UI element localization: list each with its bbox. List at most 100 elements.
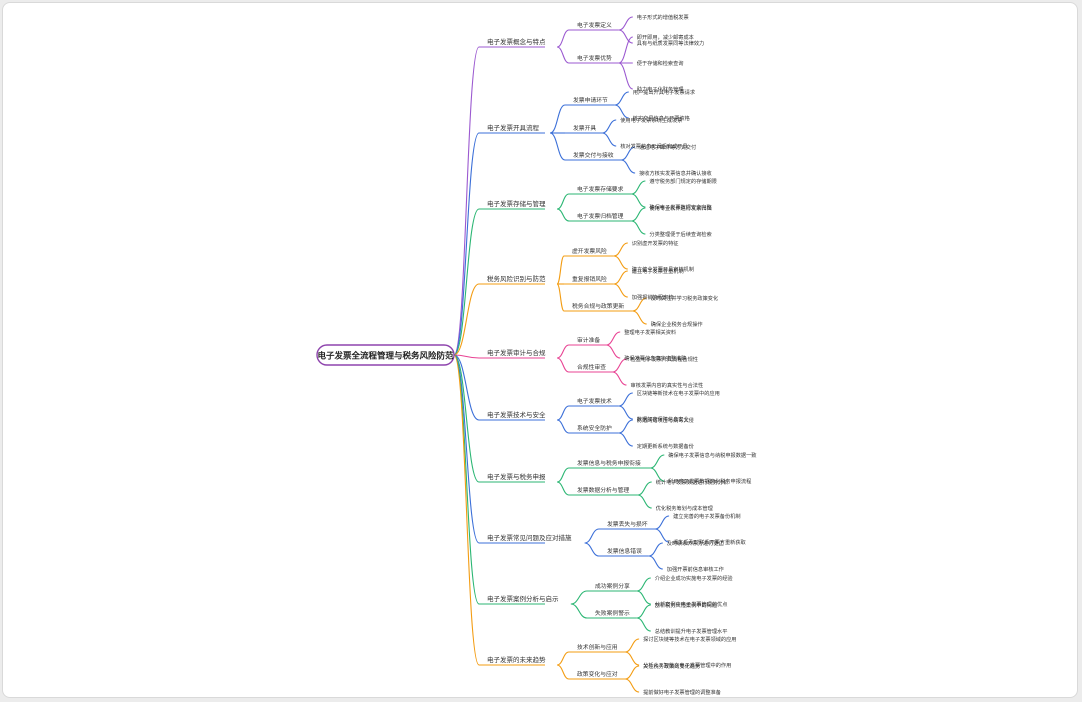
leaf-node-label: 具有与纸质发票同等法律效力 (637, 39, 704, 47)
root-node-box[interactable] (316, 344, 455, 366)
topic-node-label: 审计准备 (577, 336, 600, 344)
connector-topic-leaf (613, 255, 628, 270)
connector-branch-topic (556, 481, 570, 496)
leaf-node-label: 丢失后及时联系开票方重新获取 (673, 538, 746, 546)
connector-topic-leaf (636, 590, 651, 605)
connector-topic-leaf (624, 638, 640, 653)
topic-node-label: 电子发票归档管理 (577, 212, 624, 220)
topic-node-label: 发票信息错误 (607, 547, 642, 555)
connector-topic-leaf (613, 283, 628, 298)
leaf-node-label: 建立完善的电子发票备份机制 (673, 512, 740, 520)
connector-root-branch (453, 354, 480, 483)
topic-node-label: 虚开发票风险 (572, 247, 607, 255)
topic-node-label: 发票数据分析与管理 (577, 486, 629, 494)
connector-topic-leaf (614, 104, 629, 119)
leaf-node-label: 分析案例中电子发票管理的优点 (655, 600, 728, 608)
connector-topic-leaf (602, 119, 617, 134)
topic-node-label: 发票丢失与损坏 (607, 520, 648, 528)
connector-topic-leaf (602, 132, 617, 147)
connector-topic-leaf (654, 528, 670, 543)
connector-topic-leaf (648, 542, 663, 557)
connector-branch-topic (556, 357, 570, 373)
leaf-node-label: 确保电子发票数据安全完整 (649, 203, 711, 211)
topic-node-label: 政策变化与应对 (577, 670, 618, 678)
connector-topic-leaf (618, 29, 633, 44)
branch-node-label: 电子发票案例分析与启示 (487, 594, 559, 603)
connector-topic-leaf (618, 36, 634, 64)
connector-branch-topic (556, 344, 570, 359)
topic-node-label: 发票开具 (573, 124, 596, 132)
branch-node-label: 电子发票的未来趋势 (487, 655, 546, 664)
connector-topic-leaf (636, 577, 651, 592)
leaf-node-label: 提前做好电子发票管理的调整准备 (643, 688, 722, 696)
topic-node-label: 电子发票存储要求 (577, 185, 624, 193)
connector-root-branch (453, 354, 480, 421)
leaf-node-label: 总结教训提升电子发票管理水平 (655, 627, 728, 635)
connector-topic-leaf (606, 344, 621, 359)
connector-topic-leaf (631, 193, 646, 208)
connector-root-branch (453, 208, 480, 356)
connector-topic-leaf (636, 617, 651, 632)
connector-topic-leaf (648, 555, 663, 570)
mindmap[interactable]: 电子发票全流程管理与税务风险防范 电子发票概念与特点电子发票定义电子形式的增值税… (3, 3, 1078, 698)
branch-node-label: 电子发票存储与管理 (487, 199, 546, 208)
leaf-node-label: 优化税务筹划与成本管理 (656, 504, 714, 512)
leaf-node-label: 确保发票信息真实完整准确 (624, 354, 686, 362)
connector-topic-leaf (650, 454, 665, 469)
topic-node-label: 电子发票优势 (577, 54, 612, 62)
leaf-node-label: 确保电子发票信息与纳税申报数据一致 (668, 451, 757, 459)
leaf-node-label: 建立电子发票查重机制 (632, 267, 684, 275)
leaf-node-label: 整理电子发票相关资料 (624, 328, 676, 336)
connector-topic-leaf (632, 297, 647, 312)
leaf-node-label: 通过电子邮件等方式交付 (639, 143, 696, 151)
connector-topic-leaf (654, 515, 670, 530)
leaf-node-label: 区块链等新技术在电子发票中的应用 (637, 389, 720, 397)
connector-topic-leaf (618, 432, 633, 447)
leaf-node-label: 关注税务政策的变化趋势 (643, 662, 700, 670)
topic-node-label: 电子发票定义 (577, 21, 612, 29)
connector-branch-topic (556, 283, 565, 312)
connector-topic-leaf (620, 146, 636, 161)
connector-branch-topic (570, 590, 588, 605)
leaf-node-label: 加强报销流程审核 (632, 293, 674, 301)
leaf-node-label: 识别虚开发票的特征 (632, 239, 679, 247)
connector-topic-leaf (618, 16, 633, 31)
branch-node-label: 电子发票审计与合规 (487, 348, 546, 357)
leaf-node-label: 及时关注并学习税务政策变化 (651, 294, 718, 302)
leaf-node-label: 统计电子发票数据进行税务分析 (656, 478, 729, 486)
connector-root-branch (453, 283, 480, 356)
root-node[interactable]: 电子发票全流程管理与税务风险防范 (316, 344, 455, 366)
topic-node-label: 发票信息与税务申报衔接 (577, 459, 641, 467)
leaf-node-label: 利用电子发票数据简化税务申报流程 (668, 477, 751, 485)
connector-topic-leaf (606, 331, 621, 346)
connector-root-branch (453, 354, 480, 359)
connector-topic-leaf (613, 270, 628, 285)
connector-topic-leaf (632, 310, 647, 325)
mindmap-connectors (453, 16, 670, 693)
leaf-node-label: 核对发票信息无误后完成开具 (620, 142, 687, 150)
connector-branch-topic (556, 255, 565, 285)
connector-topic-leaf (618, 419, 633, 434)
connector-branch-topic (556, 46, 570, 64)
connector-branch-topic (584, 528, 600, 544)
leaf-node-label: 检查电子发票开具流程合规性 (631, 355, 698, 363)
connector-branch-topic (556, 651, 570, 666)
connector-topic-leaf (612, 358, 627, 373)
leaf-node-label: 遵守税务部门规定的存储期限 (649, 177, 716, 185)
connector-root-branch (453, 354, 480, 666)
leaf-node-label: 审核发票内容的真实性与合法性 (631, 381, 704, 389)
branch-node-label: 税务风险识别与防范 (487, 274, 546, 283)
topic-node-label: 发票交付与接收 (573, 151, 614, 159)
topic-node-label: 重复报销风险 (572, 275, 607, 283)
topic-node-label: 电子发票技术 (577, 397, 612, 405)
branch-node-label: 电子发票常见问题及应对措施 (487, 533, 572, 542)
root-node-label: 电子发票全流程管理与税务风险防范 (317, 351, 454, 362)
leaf-node-label: 核实交易信息与开票资格 (633, 114, 691, 122)
connector-branch-topic (549, 132, 566, 161)
leaf-node-label: 使用专业软件进行发票归档 (649, 204, 711, 212)
topic-node-label: 系统安全防护 (577, 424, 612, 432)
leaf-node-label: 建立健全发票开具审核机制 (632, 265, 694, 273)
leaf-node-label: 分析人工智能在电子发票管理中的作用 (643, 661, 731, 669)
connector-topic-leaf (637, 481, 652, 496)
topic-node-label: 失败案例警示 (595, 609, 630, 617)
